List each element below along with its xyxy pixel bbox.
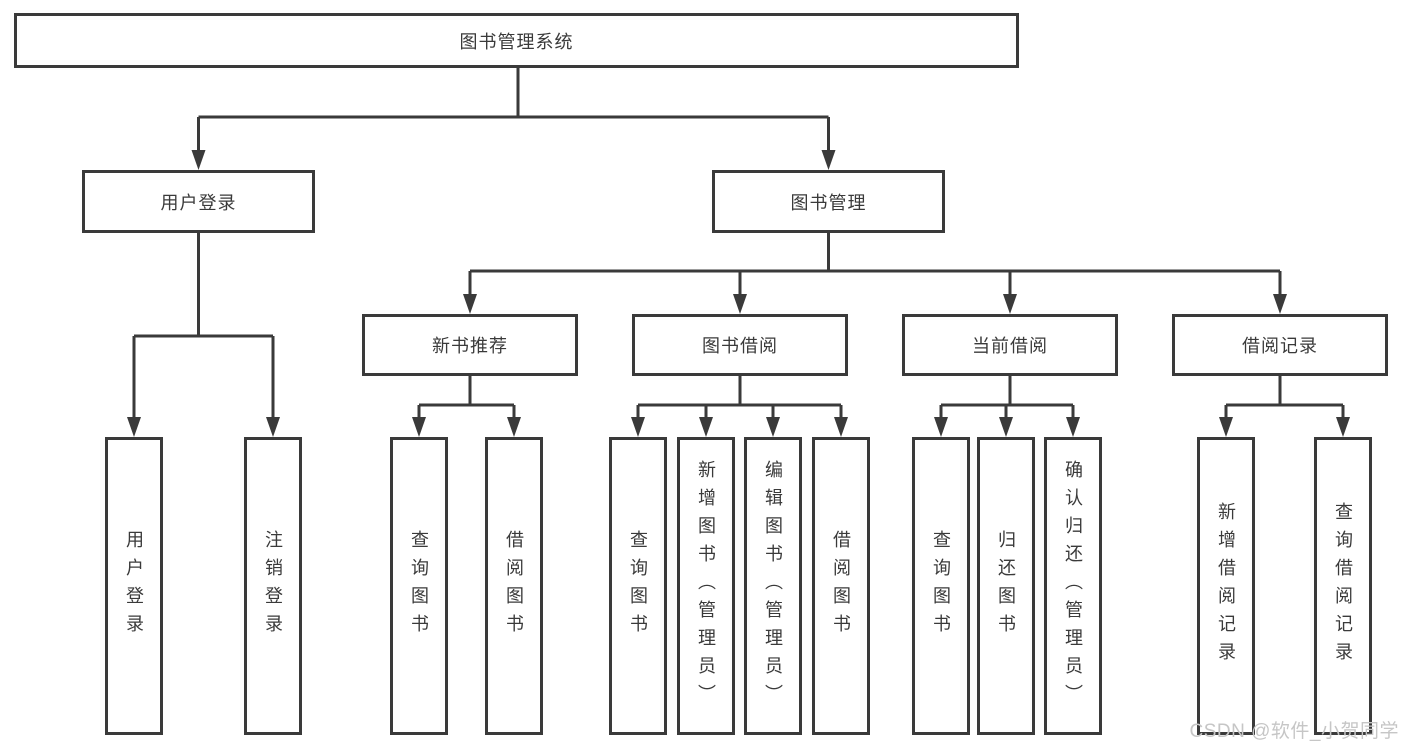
node-new-book-recommend: 新书推荐 xyxy=(362,314,578,376)
connector-borrow-record-children xyxy=(1219,376,1350,437)
connector-root-to-level2 xyxy=(191,68,836,170)
node-borrow-book-under-new-book: 借阅图书 xyxy=(485,437,543,735)
node-label: 注销登录 xyxy=(263,530,283,642)
node-label: 查询借阅记录 xyxy=(1333,502,1353,670)
node-borrow-record: 借阅记录 xyxy=(1172,314,1388,376)
node-user-login-action: 用户登录 xyxy=(105,437,163,735)
node-logout-action: 注销登录 xyxy=(244,437,302,735)
node-label: 新增借阅记录 xyxy=(1216,502,1236,670)
node-library-system: 图书管理系统 xyxy=(14,13,1019,68)
node-label: 借阅记录 xyxy=(1242,336,1318,356)
node-label: 图书管理 xyxy=(790,192,867,213)
node-label: 用户登录 xyxy=(124,530,144,642)
node-book-borrow: 图书借阅 xyxy=(632,314,848,376)
node-label: 查询图书 xyxy=(931,530,951,642)
node-edit-book-admin: 编辑图书（管理员） xyxy=(744,437,802,735)
node-current-borrow: 当前借阅 xyxy=(902,314,1118,376)
node-return-book: 归还图书 xyxy=(977,437,1035,735)
node-label: 查询图书 xyxy=(409,530,429,642)
node-label: 图书管理系统 xyxy=(459,31,574,52)
connector-book-management-children xyxy=(463,233,1287,314)
node-query-book-under-book-borrow: 查询图书 xyxy=(609,437,667,735)
node-label: 借阅图书 xyxy=(831,530,851,642)
node-query-borrow-record: 查询借阅记录 xyxy=(1314,437,1372,735)
node-label: 归还图书 xyxy=(996,530,1016,642)
node-label: 查询图书 xyxy=(628,530,648,642)
connector-current-borrow-children xyxy=(934,376,1080,437)
node-query-book-under-new-book: 查询图书 xyxy=(390,437,448,735)
node-user-login: 用户登录 xyxy=(82,170,315,233)
node-book-management: 图书管理 xyxy=(712,170,945,233)
node-borrow-book-under-book-borrow: 借阅图书 xyxy=(812,437,870,735)
node-label: 新增图书（管理员） xyxy=(696,460,716,712)
csdn-watermark: CSDN @软件_小贺同学 xyxy=(1189,721,1399,742)
node-add-borrow-record: 新增借阅记录 xyxy=(1197,437,1255,735)
node-confirm-return-admin: 确认归还（管理员） xyxy=(1044,437,1102,735)
node-add-book-admin: 新增图书（管理员） xyxy=(677,437,735,735)
connector-new-book-children xyxy=(412,376,521,437)
node-label: 用户登录 xyxy=(160,192,237,213)
node-query-book-under-current-borrow: 查询图书 xyxy=(912,437,970,735)
connector-user-login-children xyxy=(127,233,280,437)
node-label: 新书推荐 xyxy=(432,336,508,356)
node-label: 确认归还（管理员） xyxy=(1063,460,1083,712)
node-label: 图书借阅 xyxy=(702,336,778,356)
node-label: 当前借阅 xyxy=(972,336,1048,356)
node-label: 编辑图书（管理员） xyxy=(763,460,783,712)
connector-book-borrow-children xyxy=(631,376,848,437)
node-label: 借阅图书 xyxy=(504,530,524,642)
